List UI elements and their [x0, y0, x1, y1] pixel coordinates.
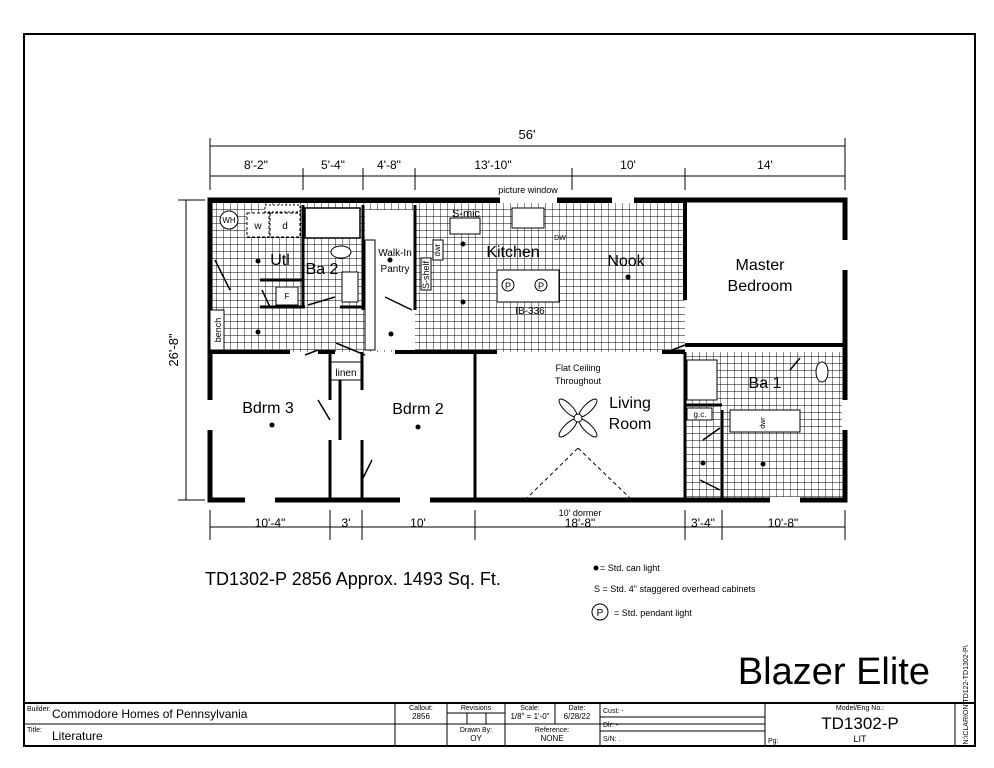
callout-label: Callout: [409, 705, 433, 712]
room-label-bdrm3: Bdrm 3 [242, 400, 294, 417]
hall [330, 352, 362, 500]
tub-ba2 [304, 207, 361, 239]
builder-value: Commodore Homes of Pennsylvania [52, 707, 248, 721]
reference-label: Reference: [535, 727, 569, 734]
model-name: Blazer Elite [738, 651, 930, 693]
scale-label: Scale: [520, 705, 540, 712]
windows [207, 197, 848, 503]
doors [214, 259, 801, 491]
drawer-label: dwr [433, 243, 442, 256]
water-heater-label: WH [222, 216, 236, 225]
furnace-label: F [285, 292, 290, 301]
overall-depth-dimension: 26'-8" [166, 333, 181, 367]
dlr-label: Dlr: - [603, 722, 619, 729]
dimension-label: 14' [757, 158, 773, 172]
cust-label: Cust: - [603, 708, 624, 715]
title-value: Literature [52, 729, 103, 743]
left-dimension [178, 199, 205, 501]
dimension-label: 5'-4" [321, 158, 345, 172]
room-label-master: Bedroom [728, 278, 793, 295]
dimension-label: 3' [342, 516, 351, 530]
dormer-outline [524, 447, 633, 501]
drawer-label: dwr [760, 417, 767, 429]
bottom-dimensions [209, 510, 846, 540]
dimension-label: 18'-8" [565, 516, 596, 530]
room-label-utl: Utl [270, 252, 290, 269]
dimension-label: 10'-4" [255, 516, 286, 530]
drawn-by-value: OY [470, 734, 482, 743]
island-label: IB-336 [515, 306, 545, 317]
dimension-label: 13'-10" [474, 158, 511, 172]
dimension-label: 10' [410, 516, 426, 530]
pendant-light-icon: P [505, 281, 511, 291]
room-label-ba2: Ba 2 [306, 261, 339, 278]
pg-value: LIT [853, 734, 867, 744]
linen-label: linen [335, 368, 356, 379]
title-label: Title: [27, 727, 42, 734]
ceiling-fan-icon [558, 398, 598, 438]
room-label-nook: Nook [607, 253, 645, 270]
bench-label: bench [213, 318, 223, 343]
top-dimensions [209, 138, 846, 190]
smic-label: S-mic [452, 208, 481, 220]
model-value: TD1302-P [821, 714, 898, 733]
pg-label: Pg: [768, 738, 779, 745]
builder-label: Builder: [27, 706, 51, 713]
callout-value: 2856 [412, 712, 430, 721]
pendant-light-icon [591, 603, 609, 621]
picture-window-label: picture window [498, 185, 558, 195]
gc-label: g.c. [694, 410, 707, 419]
drawn-by-label: Drawn By: [460, 727, 492, 734]
sheet-border [23, 33, 976, 747]
dimension-label: 10'-8" [768, 516, 799, 530]
legend-pendant-symbol: P [597, 608, 604, 619]
dimension-label: 8'-2" [244, 158, 268, 172]
room-label-pantry: Pantry [381, 264, 410, 275]
date-label: Date: [569, 705, 586, 712]
ceiling-note: Flat Ceiling [555, 363, 600, 373]
legend-cabinets: S = Std. 4" staggered overhead cabinets [594, 584, 756, 594]
shelf-label: S-shelf [421, 260, 431, 289]
dormer-label: 10' dormer [559, 508, 602, 518]
plan-summary: TD1302-P 2856 Approx. 1493 Sq. Ft. [205, 569, 501, 589]
room-label-master: Master [736, 257, 786, 274]
pantry-shelf [364, 239, 376, 351]
room-label-living: Room [609, 416, 652, 433]
legend-can-light: = Std. can light [600, 563, 660, 573]
model-label: Model/Eng No.: [836, 705, 884, 712]
dishwasher-label: DW [554, 235, 566, 242]
ceiling-note: Throughout [555, 376, 602, 386]
title-block [24, 702, 975, 746]
pendant-light-icon: P [538, 281, 544, 291]
overall-width-dimension: 56' [519, 127, 536, 142]
room-label-bdrm2: Bdrm 2 [392, 401, 444, 418]
pendant-lights [501, 278, 548, 292]
room-label-ba1: Ba 1 [749, 375, 782, 392]
room-label-living: Living [609, 395, 651, 412]
washer-label: w [253, 221, 262, 232]
can-lights [255, 241, 766, 467]
scale-value: 1/8" = 1'-0" [510, 712, 549, 721]
room-label-kitchen: Kitchen [486, 244, 539, 261]
file-path: N:\CLARION\TD122-TD1302-P\ [963, 645, 970, 744]
can-light-icon [593, 565, 599, 571]
dryer-label: d [282, 221, 288, 232]
date-value: 6/28/22 [564, 712, 591, 721]
sn-label: S/N: . [603, 736, 621, 743]
room-label-pantry: Walk-In [378, 248, 412, 259]
reference-value: NONE [540, 734, 563, 743]
fixtures [209, 204, 829, 433]
dimension-label: 3'-4" [691, 516, 715, 530]
legend-pendant: = Std. pendant light [614, 608, 692, 618]
dimension-label: 4'-8" [377, 158, 401, 172]
dimension-label: 10' [620, 158, 636, 172]
revisions-label: Revisions [461, 705, 492, 712]
